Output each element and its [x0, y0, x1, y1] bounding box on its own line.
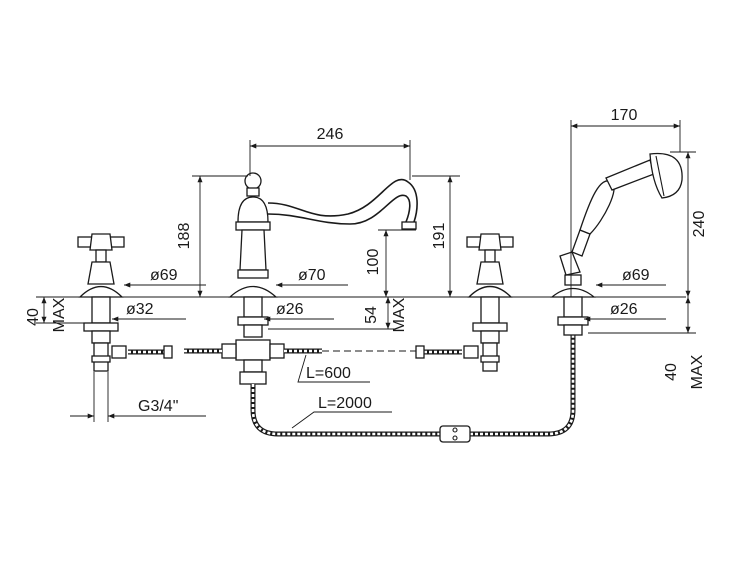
dim-inlet-thread: G3/4" — [138, 398, 178, 415]
shower-hose — [250, 335, 576, 443]
flexible-hoses — [128, 345, 462, 359]
hand-shower — [550, 152, 683, 336]
dim-shower-shank: ø26 — [610, 301, 638, 318]
dim-left-handle-flange: ø69 — [150, 267, 178, 284]
dim-left-deck-max: MAX — [51, 297, 68, 332]
dimension-labels: 246 170 188 191 100 240 ø69 ø70 ø69 40 M… — [25, 107, 708, 415]
dim-spout-outlet-height: 100 — [365, 249, 382, 276]
dim-spout-reach: 246 — [317, 126, 344, 143]
dim-spout-total-height: 191 — [431, 223, 448, 250]
tee-connector — [221, 339, 285, 385]
label-hose-shower: L=2000 — [318, 395, 372, 412]
dim-left-shank: ø32 — [126, 301, 154, 318]
dim-spout-flange: ø70 — [298, 267, 326, 284]
dim-shower-reach: 170 — [611, 107, 638, 124]
center-spout — [228, 172, 418, 338]
dim-shower-under-deck-max: MAX — [689, 354, 706, 389]
left-cross-handle-valve — [77, 233, 127, 372]
dim-left-deck-thickness: 40 — [25, 308, 42, 326]
dim-shower-under-deck: 40 — [663, 363, 680, 381]
label-hose-short: L=600 — [306, 365, 351, 382]
dim-spout-shank: ø26 — [276, 301, 304, 318]
dim-right-handle-flange: ø69 — [622, 267, 650, 284]
dim-spout-under-deck: 54 — [363, 306, 380, 324]
dim-spout-height: 188 — [176, 223, 193, 250]
dimension-lines — [36, 120, 696, 429]
dim-shower-height: 240 — [691, 211, 708, 238]
right-cross-handle-valve — [463, 233, 514, 372]
dim-spout-under-deck-max: MAX — [391, 297, 408, 332]
